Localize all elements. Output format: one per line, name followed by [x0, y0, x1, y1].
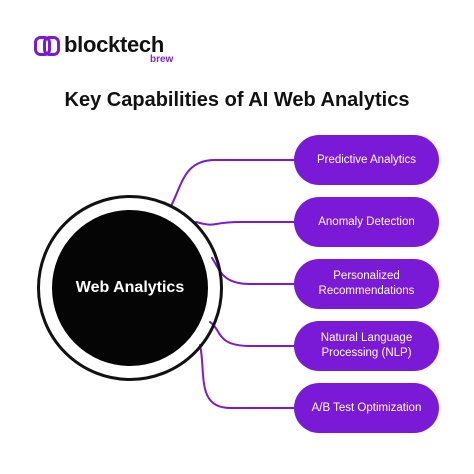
- logo-icon: [34, 36, 60, 56]
- connector-4: [209, 321, 297, 347]
- capability-label: Natural Language Processing (NLP): [320, 332, 413, 359]
- center-label: Web Analytics: [75, 279, 185, 296]
- connector-1: [170, 159, 297, 207]
- capability-pill-4: Natural Language Processing (NLP): [294, 321, 439, 371]
- capability-label: A/B Test Optimization: [311, 401, 422, 414]
- capability-label: Anomaly Detection: [318, 215, 415, 228]
- capability-pill-5: A/B Test Optimization: [294, 383, 439, 433]
- center-node: Web Analytics: [52, 210, 208, 366]
- page-title: Key Capabilities of AI Web Analytics: [64, 89, 410, 111]
- capability-pill-1: Predictive Analytics: [294, 135, 439, 185]
- connector-3: [211, 257, 297, 285]
- capability-label: Predictive Analytics: [316, 153, 417, 166]
- connector-5: [199, 344, 297, 409]
- capability-pill-2: Anomaly Detection: [294, 197, 439, 247]
- brand-name: blocktech: [64, 32, 164, 57]
- capability-label: Personalized Recommendations: [318, 270, 415, 297]
- capability-pill-3: Personalized Recommendations: [294, 259, 439, 309]
- connector-2: [195, 221, 297, 226]
- brand-sub: brew: [150, 54, 174, 65]
- center-ring: [37, 195, 223, 381]
